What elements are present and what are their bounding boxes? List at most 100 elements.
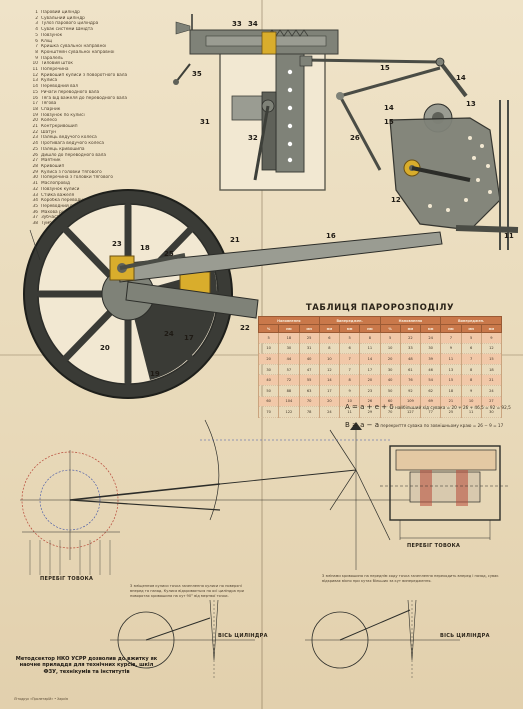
legend-item-number: 38 — [32, 221, 38, 227]
table-cell: 11 — [440, 353, 462, 365]
table-cell: 9 — [480, 332, 503, 344]
legend-item-number: 27 — [32, 158, 38, 164]
table-cell: 54 — [419, 374, 442, 386]
table-cell: 88 — [278, 385, 300, 397]
table-header-cell: мм — [318, 324, 341, 333]
table-cell: 18 — [480, 364, 503, 376]
table-cell: 5 — [257, 332, 280, 344]
table-cell: 33 — [399, 343, 422, 355]
legend-item-text: Повзунок по кулисі — [41, 112, 85, 118]
table-cell: 5 — [338, 332, 361, 344]
table-cell: 39 — [419, 353, 442, 365]
legend-item-text: Переводний гвинт — [41, 203, 84, 209]
legend-item-number: 24 — [32, 141, 38, 147]
note-left: З зміщенням кулиси точка зачеплення кули… — [130, 584, 244, 598]
part-number: 22 — [240, 324, 250, 332]
table-cell: 50 — [379, 385, 401, 397]
part-number: 25 — [164, 250, 174, 258]
table-cell: 40 — [257, 374, 280, 386]
legend-item-number: 30 — [32, 175, 38, 181]
table-cell: 20 — [379, 353, 401, 365]
legend-item-number: 34 — [32, 198, 38, 204]
legend-item-number: 1 — [35, 10, 38, 15]
table-cell: 24 — [419, 332, 442, 344]
legend-item-number: 19 — [32, 112, 38, 118]
table-cell: 70 — [298, 396, 320, 408]
legend-item-text: Тяга від важеля до переводного вала — [41, 95, 128, 101]
formula-b-text: перекриття сувака по зовнішньому краю = … — [380, 423, 504, 428]
table-cell: 20 — [257, 353, 280, 365]
legend-item-text: Паровий циліндр — [41, 10, 80, 15]
reverser-assembly — [173, 14, 339, 191]
table-cell: 13 — [440, 364, 462, 376]
travel-label-right: ПЕРЕБІГ ТОВОКА — [407, 543, 461, 549]
table-cell: 20 — [359, 374, 381, 386]
legend-item-text: Противага ведучого колеса — [41, 141, 105, 147]
legend-item-text: Махова рукоятка — [41, 209, 80, 215]
table-cell: 104 — [278, 396, 300, 408]
table-header-cell: мм — [298, 324, 320, 333]
table-cell: 8 — [318, 343, 341, 355]
legend-item-number: 5 — [35, 32, 38, 38]
part-number: 15 — [384, 118, 394, 126]
part-number: 15 — [380, 64, 390, 72]
table-cell: 92 — [399, 385, 422, 397]
table-header-cell: мм — [278, 324, 300, 333]
table-cell: 15 — [480, 353, 503, 365]
table-cell: 7 — [338, 364, 361, 376]
legend-item-number: 35 — [32, 203, 38, 209]
table-group-header-cell: Наповнення — [379, 316, 442, 325]
legend-item-number: 22 — [32, 129, 38, 135]
table-cell: 72 — [278, 374, 300, 386]
table-cell: 30 — [480, 406, 503, 418]
table-cell: 47 — [298, 364, 320, 376]
table-cell: 30 — [379, 364, 401, 376]
table-cell: 30 — [419, 343, 442, 355]
legend-item-text: Коробка переводного гвинта — [41, 198, 108, 204]
legend-item-number: 15 — [32, 89, 38, 95]
table-header-cell: мм — [419, 324, 442, 333]
part-number: 21 — [230, 236, 240, 244]
cylinder-axis-label-1: ВІСЬ ЦИЛІНДРА — [218, 633, 268, 639]
table-cell: 76 — [399, 374, 422, 386]
legend-item-number: 23 — [32, 135, 38, 141]
legend-item-text: Шатун — [41, 129, 57, 135]
legend-item-number: 2 — [35, 15, 38, 21]
imprint-text: Літодрук «Пролетарій» • Харків — [14, 697, 68, 701]
part-number: 19 — [150, 370, 160, 378]
table-group-header-cell: Наповнення — [258, 316, 320, 325]
table-cell: 70 — [257, 406, 280, 418]
part-number: 31 — [200, 118, 210, 126]
formula-a: A = a + e + δ найбільший хід сувака = 20… — [345, 403, 511, 411]
legend-item-text: Кулиса — [41, 78, 58, 84]
legend-item-number: 26 — [32, 152, 38, 158]
legend-item-text: Маслопровід — [41, 181, 70, 187]
legend-item-number: 3 — [35, 21, 38, 27]
table-cell: 55 — [298, 374, 320, 386]
legend-item-text: Переводний вал — [41, 84, 79, 90]
part-number: 32 — [248, 134, 258, 142]
table-header-cell: мм — [338, 324, 361, 333]
table-cell: 9 — [440, 343, 462, 355]
legend-item-text: Поперечина з головки тягового — [41, 175, 114, 181]
